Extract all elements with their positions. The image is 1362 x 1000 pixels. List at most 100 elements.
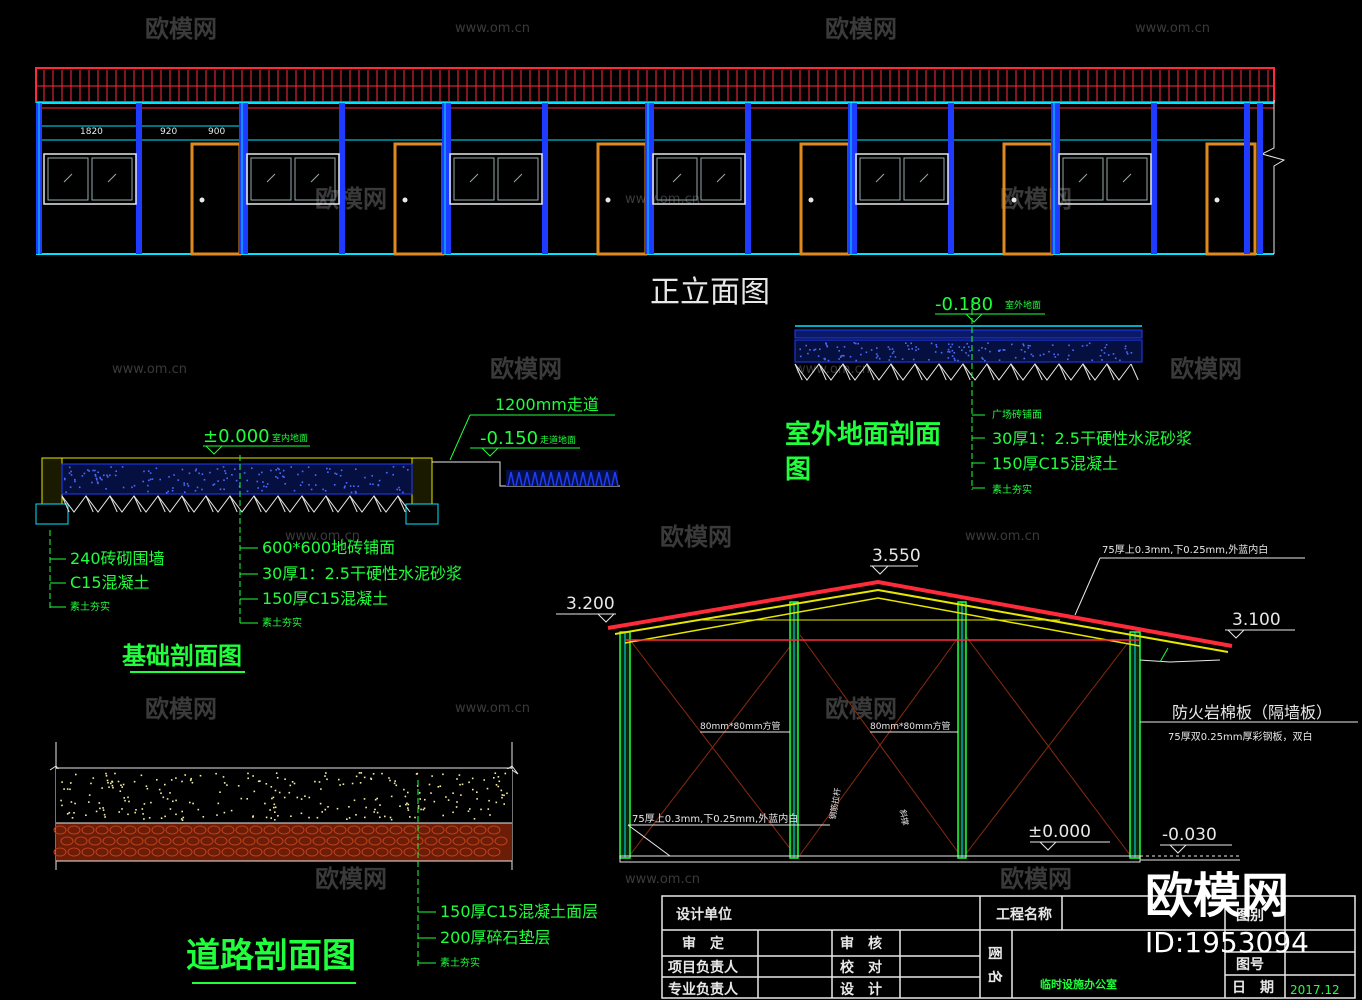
break-line xyxy=(1260,100,1286,254)
door-knob xyxy=(402,197,408,203)
watermark-brand: 欧模网 xyxy=(1170,355,1242,383)
elevation-column xyxy=(1244,103,1250,254)
road-gravel-layer xyxy=(56,823,512,861)
project-name-label: 工程名称 xyxy=(996,906,1052,923)
drawing-name-label: 图名 xyxy=(986,946,1003,994)
drawing-name: 临时设施办公室 xyxy=(1040,977,1117,991)
concrete-speckle xyxy=(799,342,1133,362)
elevation-window xyxy=(652,153,746,205)
road-layer-3: 素土夯实 xyxy=(440,956,480,969)
watermark-brand: 欧模网 xyxy=(315,865,387,893)
approve-label: 审 定 xyxy=(682,935,724,952)
wall-layer-2: C15混凝土 xyxy=(70,573,150,592)
check-label: 校 对 xyxy=(840,959,882,976)
outdoor-level: -0.180 xyxy=(935,294,993,315)
watermark-url: www.om.cn xyxy=(625,872,700,887)
outdoor-layer-4: 素土夯实 xyxy=(992,483,1032,496)
foundation-slab xyxy=(61,463,413,495)
walkway-level-note: 走道地面 xyxy=(540,434,576,446)
corner-brand: 欧模网 xyxy=(1145,868,1289,924)
road-concrete-layer xyxy=(56,769,512,823)
watermark-brand: 欧模网 xyxy=(145,695,217,723)
elevation-column xyxy=(1257,103,1263,254)
wall-note: 75厚上0.3mm,下0.25mm,外蓝内白 xyxy=(632,812,798,825)
dim-1820: 1820 xyxy=(80,127,103,137)
watermark-url: www.om.cn xyxy=(1135,21,1210,36)
sheet-no-label: 图号 xyxy=(1236,957,1264,973)
road-section-title: 道路剖面图 xyxy=(186,936,356,976)
left-wall xyxy=(41,457,63,505)
watermark-url: www.om.cn xyxy=(285,529,360,544)
road-section: 150厚C15混凝土面层 200厚碎石垫层 素土夯实 道路剖面图 xyxy=(49,742,598,984)
category-label: 图别 xyxy=(1236,908,1264,924)
roof-note: 75厚上0.3mm,下0.25mm,外蓝内白 xyxy=(1102,543,1268,556)
grass-hatch xyxy=(507,471,619,487)
road-layer-2: 200厚碎石垫层 xyxy=(440,928,551,947)
partition-title: 防火岩棉板（隔墙板） xyxy=(1172,703,1332,722)
diag-label-1: 钢筋拉杆 xyxy=(827,787,842,820)
watermark-brand: 欧模网 xyxy=(145,15,217,43)
corner-id: ID:1953094 xyxy=(1145,926,1309,959)
elevation-title: 正立面图 xyxy=(650,275,770,310)
watermark-layer: 欧模网 欧模网 www.om.cn www.om.cn 欧模网 欧模网 www.… xyxy=(112,15,1242,893)
watermark-brand: 欧模网 xyxy=(315,185,387,213)
watermark-url: www.om.cn xyxy=(455,701,530,716)
front-elevation: 1820 920 900 正立面图 xyxy=(35,67,1286,310)
right-wall xyxy=(411,457,433,505)
elevation-column xyxy=(1151,103,1157,254)
elevation-column xyxy=(745,103,751,254)
watermark-brand: 欧模网 xyxy=(490,355,562,383)
roof-yellow-line xyxy=(614,588,1229,653)
diag-label-2: 斜撑 xyxy=(898,809,911,826)
soil-hatch xyxy=(794,363,1139,381)
door-knob xyxy=(199,197,205,203)
concrete-speckle xyxy=(64,466,409,494)
wall-layer-1: 240砖砌围墙 xyxy=(70,549,165,568)
date-label: 日 期 xyxy=(1232,980,1274,996)
watermark-url: www.om.cn xyxy=(965,529,1040,544)
partition-note: 75厚双0.25mm厚彩钢板，双白 xyxy=(1168,730,1312,743)
wall-layer-3: 素土夯实 xyxy=(70,600,110,613)
foundation-section-title: 基础剖面图 xyxy=(122,642,242,670)
concrete-speckle xyxy=(60,772,508,821)
outdoor-layer-2: 30厚1：2.5干硬性水泥砂浆 xyxy=(992,429,1192,448)
door-knob xyxy=(1011,197,1017,203)
design-unit-label: 设计单位 xyxy=(676,906,732,923)
elevation-door xyxy=(393,142,445,256)
elevation-window xyxy=(1058,153,1152,205)
level-mark xyxy=(964,313,984,323)
outdoor-layer-1: 广场砖铺面 xyxy=(992,408,1042,421)
foundation-layer-4: 素土夯实 xyxy=(262,616,302,629)
roof-red-line xyxy=(607,579,1233,648)
soil-hatch xyxy=(61,495,411,513)
watermark-brand: 欧模网 xyxy=(1000,865,1072,893)
tube-label-1: 80mm*80mm方管 xyxy=(700,720,780,732)
watermark-url: www.om.cn xyxy=(795,362,870,377)
floor-slab xyxy=(619,855,1141,863)
outdoor-section-title-2: 图 xyxy=(785,455,811,485)
elevation-window xyxy=(43,153,137,205)
outdoor-ground-section: -0.180 室外地面 广场砖铺面 30厚1：2.5干硬性水泥砂浆 150厚C1… xyxy=(785,294,1192,496)
foundation-layer-3: 150厚C15混凝土 xyxy=(262,589,388,608)
tube-label-2: 80mm*80mm方管 xyxy=(870,720,950,732)
foundation-level-note: 室内地面 xyxy=(272,432,308,444)
door-knob xyxy=(1214,197,1220,203)
design-label: 设 计 xyxy=(840,981,882,998)
elevation-door xyxy=(190,142,242,256)
elevation-window xyxy=(246,153,340,205)
dim-920: 920 xyxy=(160,127,177,137)
ground-level: -0.030 xyxy=(1162,825,1217,845)
elevation-column xyxy=(339,103,345,254)
foundation-section: ±0.000 室内地面 1200mm走道 -0.150 走道地面 600*600… xyxy=(35,395,620,673)
watermark-url: www.om.cn xyxy=(455,21,530,36)
building-section: 3.550 3.200 3.100 ±0.000 -0.030 75厚上0.3m… xyxy=(556,543,1358,863)
foundation-layer-1: 600*600地砖铺面 xyxy=(262,538,395,557)
title-block-text: 设计单位 工程名称 审 定 审 核 项目负责人 校 对 专业负责人 设 计 图名… xyxy=(668,906,1340,998)
outdoor-section-title: 室外地面剖面 xyxy=(785,419,941,450)
elevation-column xyxy=(542,103,548,254)
walkway-level: -0.150 xyxy=(480,428,538,449)
watermark-brand: 欧模网 xyxy=(1000,185,1072,213)
outdoor-layer-3: 150厚C15混凝土 xyxy=(992,454,1118,473)
eave-level-left: 3.200 xyxy=(566,594,615,614)
